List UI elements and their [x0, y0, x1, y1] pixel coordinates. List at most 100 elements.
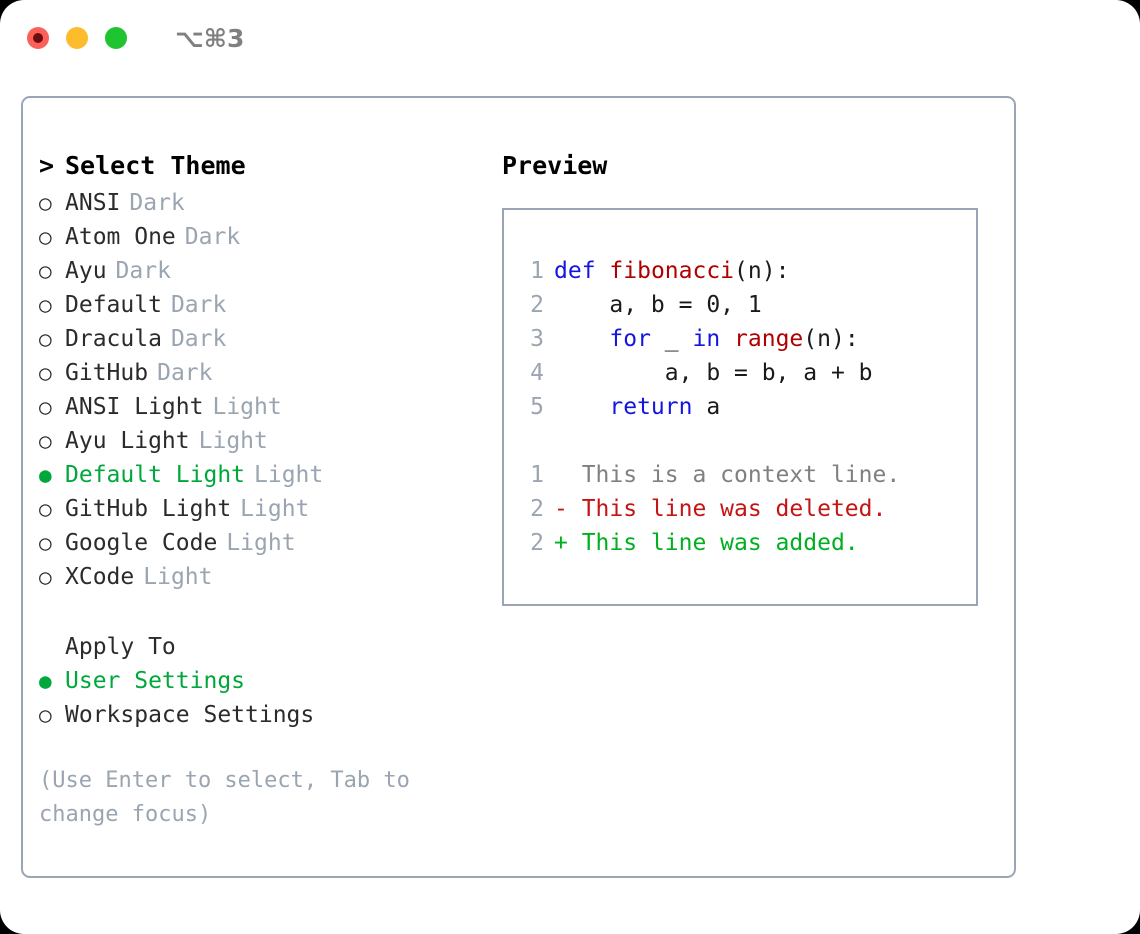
- code-token: (n):: [803, 326, 859, 352]
- diff-text: + This line was added.: [554, 530, 859, 556]
- radio-unselected-icon: ○: [39, 293, 52, 317]
- theme-option-4[interactable]: ○ Dracula Dark: [39, 322, 489, 356]
- code-token: [596, 258, 610, 284]
- apply-to-option-1[interactable]: ○Workspace Settings: [39, 698, 489, 732]
- maximize-button[interactable]: [105, 27, 127, 49]
- preview-title: Preview: [502, 151, 608, 180]
- code-line-5: 5 return a: [518, 390, 976, 424]
- code-line-2: 2 a, b = 0, 1: [518, 288, 976, 322]
- apply-to-option-0[interactable]: ● User Settings: [39, 664, 489, 698]
- theme-list-heading: > Select Theme: [39, 146, 489, 186]
- code-line-3: 3 for _ in range(n):: [518, 322, 976, 356]
- line-number: 2: [530, 292, 544, 318]
- code-token: a: [692, 394, 721, 420]
- diff-text: - This line was deleted.: [554, 496, 887, 522]
- section-spacer: [39, 594, 489, 630]
- heading-label: Select Theme: [65, 151, 246, 180]
- theme-option-label: ANSI Light: [65, 394, 204, 420]
- theme-variant-badge: Dark: [170, 292, 227, 318]
- theme-option-label: Dracula: [65, 326, 162, 352]
- apply-to-options-list: ● User Settings ○Workspace Settings: [39, 664, 489, 732]
- theme-variant-badge: Dark: [170, 326, 227, 352]
- theme-option-7[interactable]: ○ Ayu Light Light: [39, 424, 489, 458]
- title-bar: ⌥⌘3: [0, 0, 1140, 76]
- radio-unselected-icon: ○: [39, 225, 52, 249]
- theme-option-8[interactable]: ● Default Light Light: [39, 458, 489, 492]
- theme-option-label: GitHub: [65, 360, 149, 386]
- radio-unselected-icon: ○: [39, 429, 52, 453]
- code-token: fibonacci: [609, 258, 735, 284]
- window-controls: [27, 27, 127, 49]
- radio-unselected-icon: ○: [39, 703, 52, 727]
- code-line-4: 4 a, b = b, a + b: [518, 356, 976, 390]
- diff-text: This is a context line.: [554, 462, 901, 488]
- radio-unselected-icon: ○: [39, 259, 52, 283]
- theme-variant-badge: Light: [212, 394, 282, 420]
- radio-unselected-icon: ○: [39, 395, 52, 419]
- code-token: [554, 326, 609, 352]
- prompt-caret-icon: >: [39, 151, 55, 180]
- line-number: 4: [530, 360, 544, 386]
- theme-variant-badge: Dark: [115, 258, 171, 284]
- close-button[interactable]: [27, 27, 49, 49]
- theme-option-label: ANSI: [65, 190, 121, 216]
- theme-variant-badge: Light: [240, 496, 310, 522]
- theme-option-0[interactable]: ○ ANSI Dark: [39, 186, 489, 220]
- theme-option-10[interactable]: ○ Google Code Light: [39, 526, 489, 560]
- line-number: 1: [530, 462, 544, 488]
- theme-option-label: GitHub Light: [65, 496, 232, 522]
- radio-unselected-icon: ○: [39, 327, 52, 351]
- apply-to-option-label: User Settings: [65, 668, 246, 694]
- diff-sample: 1 This is a context line. 2 - This line wa…: [518, 458, 976, 560]
- theme-variant-badge: Light: [254, 462, 324, 488]
- diff-line-2: 2 - This line was deleted.: [518, 492, 976, 526]
- theme-variant-badge: Dark: [184, 224, 241, 250]
- theme-option-9[interactable]: ○ GitHub Light Light: [39, 492, 489, 526]
- theme-option-2[interactable]: ○ Ayu Dark: [39, 254, 489, 288]
- line-number: 1: [530, 258, 544, 284]
- radio-unselected-icon: ○: [39, 191, 52, 215]
- theme-option-label: Default Light: [65, 462, 246, 488]
- theme-option-label: Google Code: [65, 530, 218, 556]
- radio-unselected-icon: ○: [39, 531, 52, 555]
- theme-option-6[interactable]: ○ ANSI Light Light: [39, 390, 489, 424]
- code-token: a, b = 0, 1: [554, 292, 762, 318]
- apply-to-title: Apply To: [65, 634, 176, 660]
- radio-selected-icon: ●: [39, 463, 52, 487]
- code-token: def: [554, 258, 596, 284]
- theme-option-label: XCode: [65, 564, 135, 590]
- code-token: range: [734, 326, 804, 352]
- radio-unselected-icon: ○: [39, 497, 52, 521]
- line-number: 5: [530, 394, 544, 420]
- diff-line-3: 2 + This line was added.: [518, 526, 976, 560]
- line-number: 3: [530, 326, 544, 352]
- theme-option-3[interactable]: ○ Default Dark: [39, 288, 489, 322]
- code-token: [720, 326, 734, 352]
- theme-option-label: Ayu Light: [65, 428, 190, 454]
- theme-variant-badge: Light: [198, 428, 268, 454]
- code-token: for: [609, 326, 651, 352]
- theme-option-label: Ayu: [65, 258, 107, 284]
- theme-option-5[interactable]: ○ GitHub Dark: [39, 356, 489, 390]
- code-token: (n):: [734, 258, 790, 284]
- minimize-button[interactable]: [66, 27, 88, 49]
- code-token: a, b = b, a + b: [554, 360, 873, 386]
- code-line-1: 1 def fibonacci(n):: [518, 254, 976, 288]
- theme-variant-badge: Light: [226, 530, 296, 556]
- theme-option-label: Default: [65, 292, 162, 318]
- line-number: 2: [530, 530, 544, 556]
- theme-variant-badge: Dark: [129, 190, 185, 216]
- radio-selected-icon: ●: [39, 669, 52, 693]
- line-number: 2: [530, 496, 544, 522]
- keyboard-shortcut-label: ⌥⌘3: [175, 23, 245, 53]
- radio-unselected-icon: ○: [39, 361, 52, 385]
- theme-variant-badge: Dark: [157, 360, 213, 386]
- radio-unselected-icon: ○: [39, 565, 52, 589]
